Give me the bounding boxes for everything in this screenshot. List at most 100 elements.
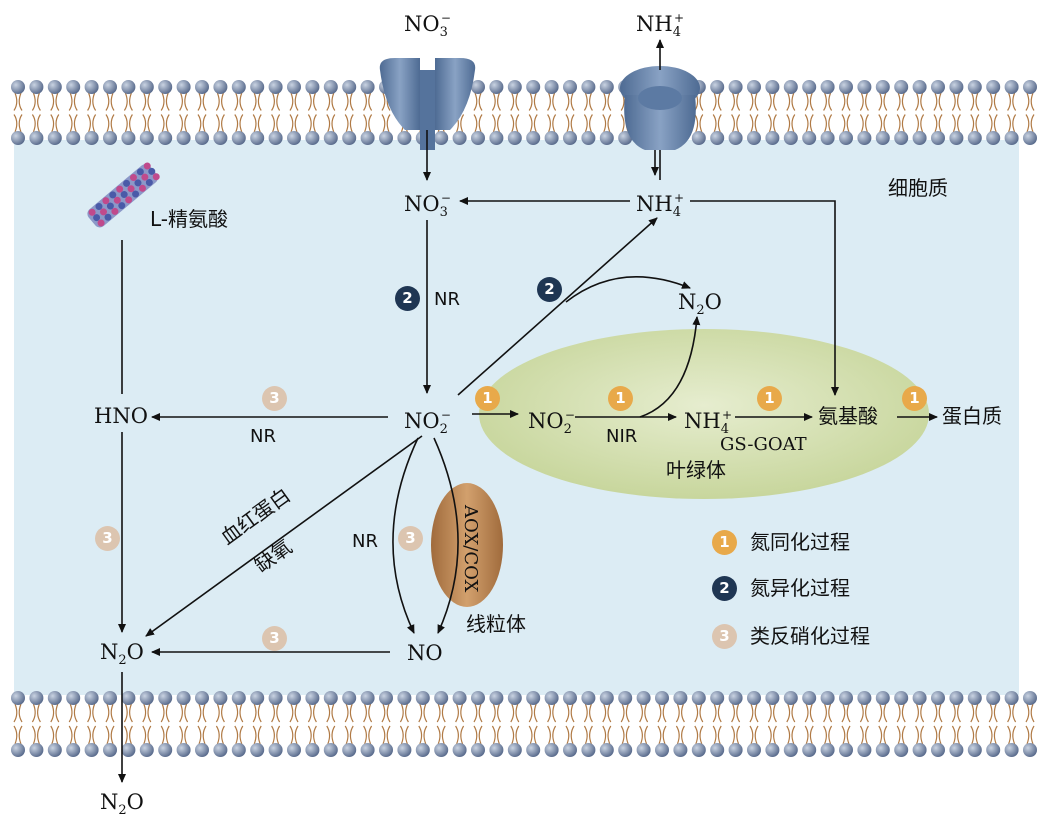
lipid-head: [489, 131, 504, 145]
lipid-tail: [804, 703, 814, 745]
chloroplast: [479, 329, 929, 499]
lipid-head: [471, 691, 485, 705]
lipid-head: [912, 131, 927, 145]
lipid-head: [986, 80, 1001, 94]
lipid-tail: [657, 703, 667, 745]
lipid-head: [820, 80, 835, 94]
lipid-tail: [565, 703, 575, 745]
lipid-tail: [841, 92, 851, 133]
lipid-tail: [142, 703, 152, 745]
species-nh4-chloroplast: NH4+: [684, 408, 733, 437]
lipid-head: [29, 743, 44, 757]
atom-dot: [111, 207, 119, 215]
lipid-head: [839, 691, 853, 705]
lipid-tail: [731, 92, 741, 133]
legend-badge-3: 3: [712, 624, 737, 649]
lipid-head: [931, 131, 945, 145]
lipid-head: [1004, 80, 1019, 94]
lipid-head: [636, 743, 651, 757]
lipid-head: [986, 131, 1001, 145]
lipid-head: [857, 80, 872, 94]
lipid-tail: [436, 703, 446, 745]
lipid-head: [839, 80, 853, 94]
lipid-tail: [252, 92, 262, 133]
lipid-tail: [363, 92, 373, 133]
lipid-head: [415, 691, 430, 705]
lipid-tail: [694, 92, 704, 133]
lipid-head: [765, 691, 780, 705]
lipid-head: [11, 691, 25, 705]
lipid-tail: [896, 703, 906, 745]
lipid-head: [360, 80, 375, 94]
lipid-tail: [491, 92, 501, 133]
lipid-head: [360, 131, 375, 145]
lipid-head: [397, 743, 412, 757]
lipid-head: [158, 80, 173, 94]
lipid-head: [875, 80, 890, 94]
lipid-head: [176, 743, 191, 757]
label-gs-goat: GS-GOAT: [720, 434, 807, 455]
lipid-head: [765, 131, 780, 145]
lipid-head: [342, 743, 357, 757]
lipid-head: [949, 691, 964, 705]
lipid-head: [305, 80, 320, 94]
lipid-tail: [749, 92, 759, 133]
lipid-head: [1023, 691, 1037, 705]
species-no2-central: NO2−: [404, 408, 451, 437]
lipid-head: [268, 80, 283, 94]
lipid-head: [967, 131, 982, 145]
lipid-tail: [271, 703, 281, 745]
lipid-head: [103, 743, 117, 757]
lipid-head: [84, 131, 99, 145]
lipid-head: [691, 743, 706, 757]
label-nr-upper: NR: [434, 289, 460, 310]
lipid-head: [342, 691, 357, 705]
lipid-head: [673, 743, 688, 757]
lipid-tail: [933, 703, 943, 745]
label-cytoplasm: 细胞质: [888, 176, 948, 200]
lipid-head: [29, 691, 44, 705]
lipid-head: [986, 691, 1001, 705]
lipid-head: [195, 131, 209, 145]
lipid-tail: [804, 92, 814, 133]
lipid-head: [728, 691, 743, 705]
lipid-head: [967, 80, 982, 94]
lipid-tail: [786, 703, 796, 745]
lipid-head: [397, 691, 412, 705]
lipid-head: [967, 691, 982, 705]
lipid-head: [287, 743, 301, 757]
lipid-tail: [271, 92, 281, 133]
lipid-tail: [602, 703, 612, 745]
lipid-tail: [1007, 92, 1017, 133]
lipid-tail: [197, 703, 207, 745]
atom-dot: [125, 196, 133, 204]
atom-dot: [127, 185, 135, 193]
lipid-tail: [160, 92, 170, 133]
lipid-tail: [896, 92, 906, 133]
badge-nir: 1: [608, 386, 633, 411]
lipid-head: [471, 131, 485, 145]
lipid-tail: [197, 92, 207, 133]
arrow-no2-to-nh4: [457, 217, 658, 396]
atom-dot: [129, 174, 137, 182]
lipid-head: [857, 743, 872, 757]
lipid-head: [1023, 743, 1037, 757]
lipid-head: [526, 80, 541, 94]
atom-dot: [113, 196, 121, 204]
lipid-head: [213, 80, 228, 94]
lipid-head: [894, 131, 909, 145]
lipid-head: [599, 743, 614, 757]
atom-dot: [116, 185, 124, 193]
ammonium-transporter: [620, 66, 700, 150]
lipid-head: [250, 743, 265, 757]
lipid-head: [747, 691, 761, 705]
lipid-head: [121, 131, 136, 145]
lipid-head: [103, 691, 117, 705]
lipid-head: [1023, 80, 1037, 94]
lipid-head: [912, 691, 927, 705]
lipid-head: [47, 131, 62, 145]
lipid-head: [489, 691, 504, 705]
lipid-tail: [234, 92, 244, 133]
lipid-tail: [602, 92, 612, 133]
lipid-head: [875, 743, 890, 757]
